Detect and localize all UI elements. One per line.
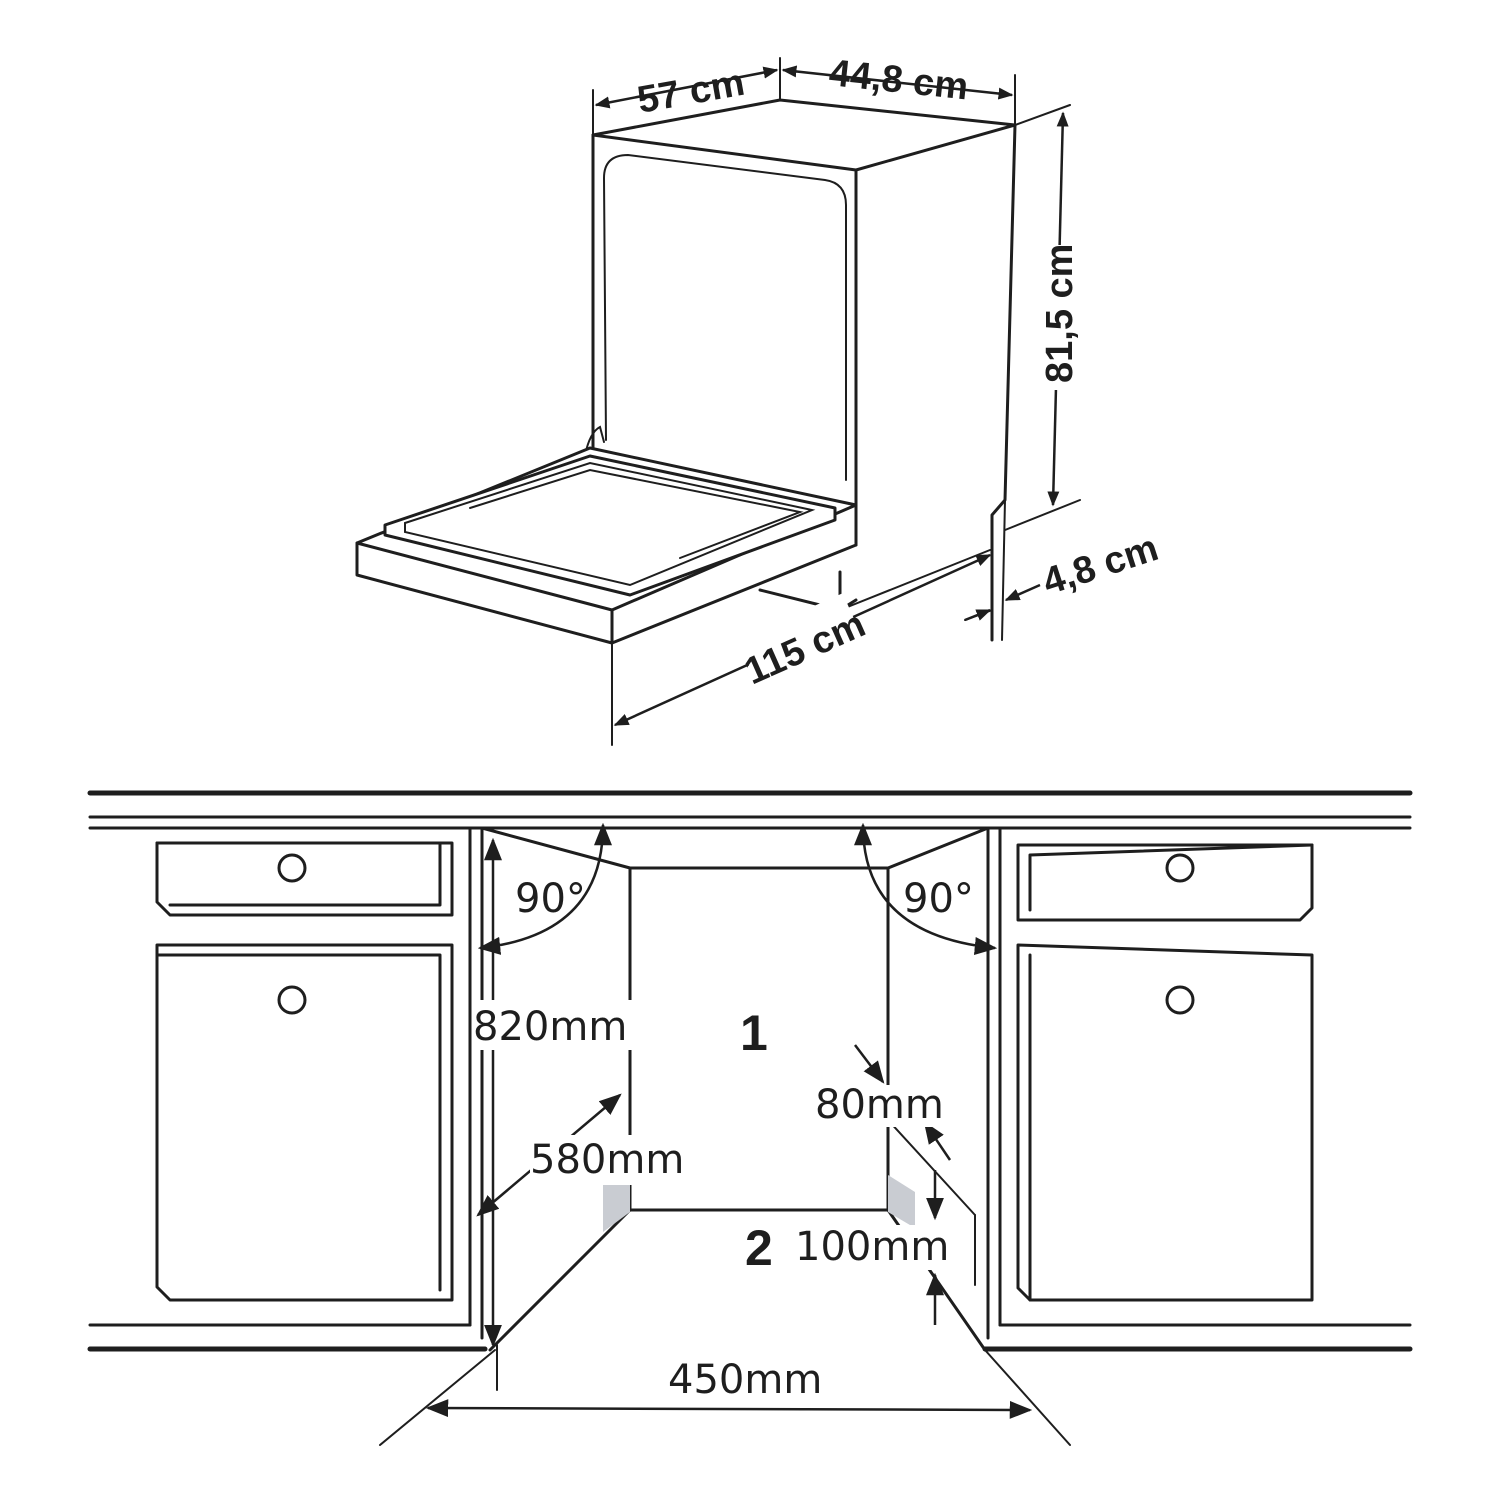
dimension-height: 81,5 cm bbox=[1004, 104, 1081, 531]
callout-1: 1 bbox=[740, 1005, 768, 1061]
angle-right: 90° bbox=[854, 822, 998, 955]
plinth-lines bbox=[87, 1323, 1413, 1352]
right-door-knob-icon bbox=[1165, 985, 1195, 1015]
side-gap-label: 80mm bbox=[815, 1082, 944, 1128]
dimension-depth: 57 cm bbox=[592, 57, 781, 136]
dimension-door-thickness: 4,8 cm bbox=[964, 527, 1164, 622]
door-thickness-label: 4,8 cm bbox=[1038, 527, 1164, 604]
callout-2: 2 bbox=[745, 1220, 773, 1276]
niche-depth-label: 580mm bbox=[530, 1137, 684, 1183]
width-label: 44,8 cm bbox=[827, 52, 970, 108]
niche-width-label: 450mm bbox=[668, 1357, 822, 1403]
countertop bbox=[87, 790, 1413, 830]
angle-left-label: 90° bbox=[515, 876, 586, 922]
left-door-knob-icon bbox=[277, 985, 307, 1015]
depth-label: 57 cm bbox=[634, 62, 747, 122]
dishwasher-drawing bbox=[355, 98, 1017, 645]
right-gap-marker bbox=[888, 1175, 915, 1228]
bottom-gap-label: 100mm bbox=[795, 1224, 949, 1270]
angle-left: 90° bbox=[477, 822, 612, 955]
dimension-niche-depth: 580mm bbox=[476, 1093, 695, 1217]
angle-right-label: 90° bbox=[903, 876, 974, 922]
dimension-bottom-gap: 100mm bbox=[795, 1170, 960, 1325]
niche-height-label: 820mm bbox=[473, 1004, 627, 1050]
left-cabinet bbox=[155, 826, 484, 1340]
right-drawer-knob-icon bbox=[1165, 853, 1195, 883]
right-cabinet bbox=[986, 826, 1314, 1340]
dimension-side-gap: 80mm bbox=[815, 1044, 952, 1161]
dimension-niche-width: 450mm bbox=[379, 1349, 1071, 1446]
height-label: 81,5 cm bbox=[1039, 244, 1081, 383]
left-drawer-knob-icon bbox=[277, 853, 307, 883]
dimension-niche-height: 820mm bbox=[473, 837, 634, 1391]
